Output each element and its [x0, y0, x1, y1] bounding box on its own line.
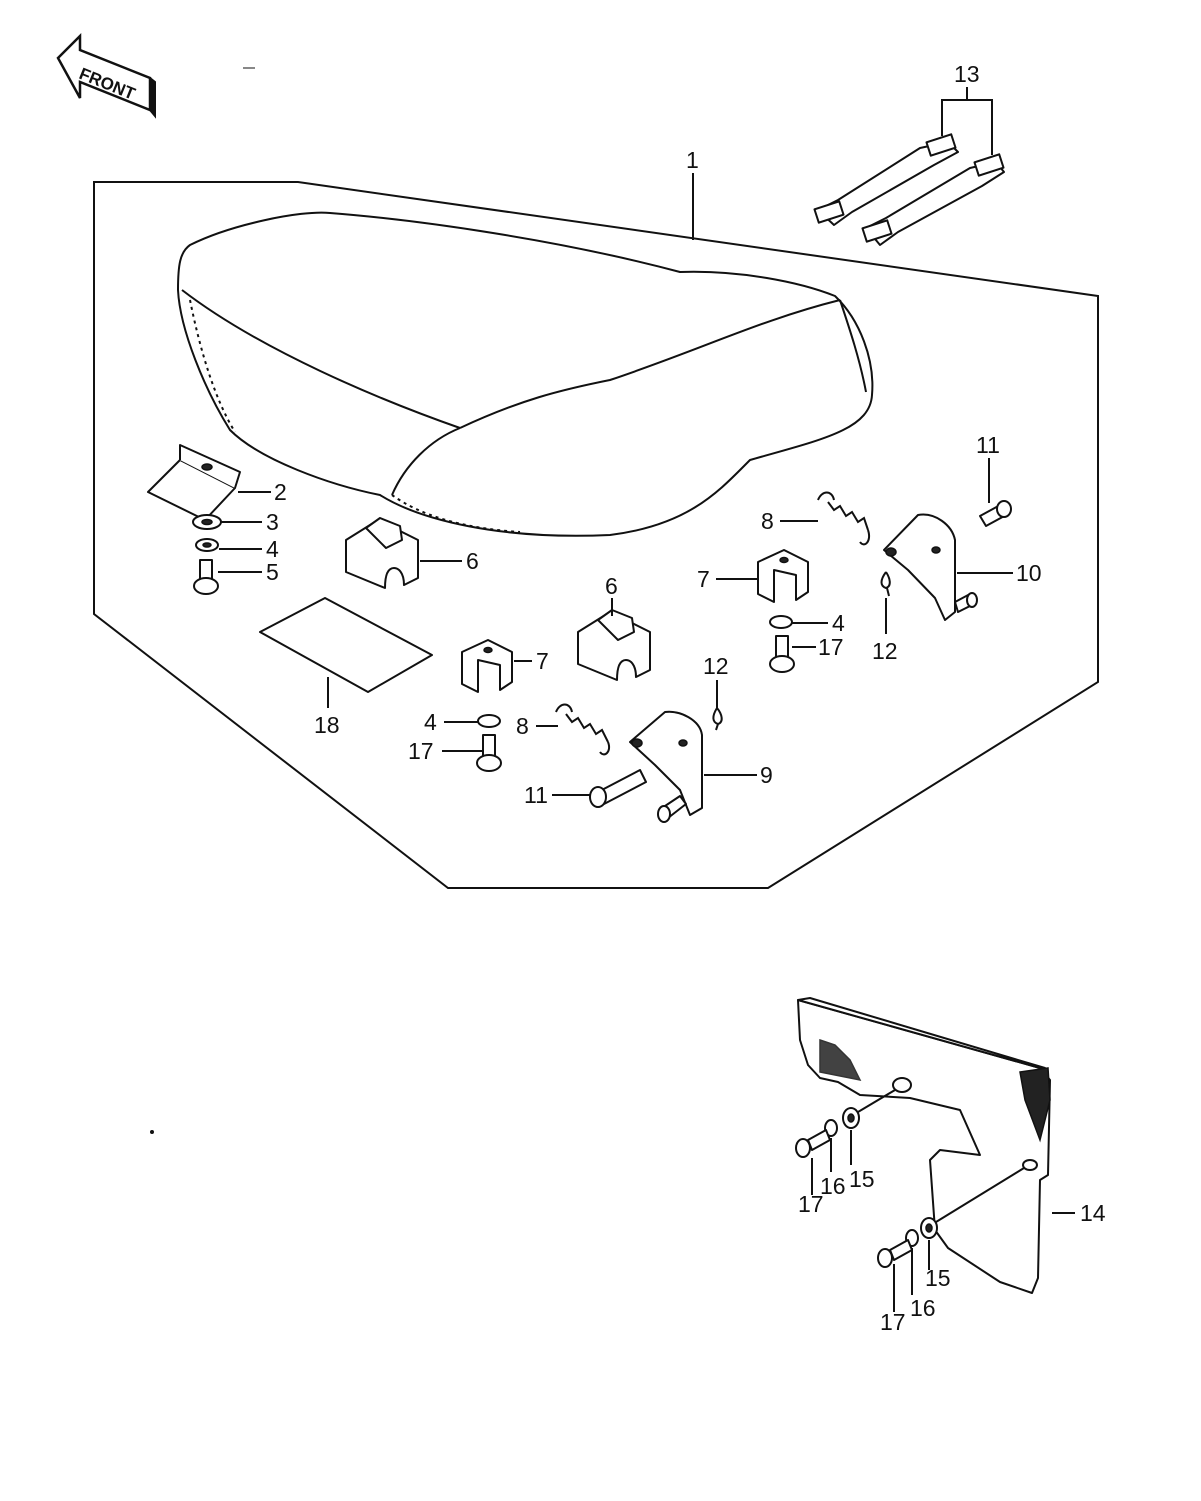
label-5: 5	[266, 559, 279, 585]
front-arrow-icon: FRONT	[56, 32, 156, 119]
label-12b: 12	[872, 638, 898, 664]
strap-part-13a	[813, 133, 959, 226]
label-14: 14	[1080, 1200, 1106, 1226]
spring-part-8b	[817, 491, 870, 546]
clip-part-12b	[880, 571, 891, 597]
label-6a: 6	[466, 548, 479, 574]
pin-part-11b	[979, 500, 1012, 527]
pin-part-11a	[589, 769, 647, 808]
bolt-part-5	[193, 559, 219, 595]
bracket-part-7a	[461, 639, 513, 693]
clip-part-12a	[712, 707, 723, 731]
bolt-part-17c	[795, 1129, 831, 1158]
label-17d: 17	[880, 1309, 906, 1335]
bolt-part-17d	[877, 1239, 913, 1268]
label-2: 2	[274, 479, 287, 505]
assembly-boundary	[93, 181, 1099, 889]
washer-hole	[201, 518, 213, 526]
label-9: 9	[760, 762, 773, 788]
spring-part-8a	[555, 703, 610, 756]
leader-15a-to-cover	[857, 1089, 896, 1113]
label-17a: 17	[408, 738, 434, 764]
washer-hole	[925, 1223, 933, 1233]
label-4c: 4	[832, 610, 845, 636]
cover-part-14	[797, 997, 1051, 1294]
label-15b: 15	[925, 1265, 951, 1291]
lockwasher-part-4c	[769, 615, 793, 629]
hinge-part-10	[883, 513, 978, 621]
label-15a: 15	[849, 1166, 875, 1192]
label-1: 1	[686, 147, 699, 173]
label-17c: 17	[798, 1191, 824, 1217]
label-12a: 12	[703, 653, 729, 679]
speck	[150, 1130, 154, 1134]
label-3: 3	[266, 509, 279, 535]
label-16a: 16	[820, 1173, 846, 1199]
strap-part-13b	[861, 153, 1005, 246]
bracket-part-2	[147, 444, 241, 521]
label-18: 18	[314, 712, 340, 738]
label-17b: 17	[818, 634, 844, 660]
label-16b: 16	[910, 1295, 936, 1321]
leader-lines	[218, 173, 1075, 1312]
label-7b: 7	[697, 566, 710, 592]
cushion-part-6a	[345, 517, 419, 589]
lockwasher-part-16a	[824, 1119, 838, 1137]
lockwasher-hole	[202, 542, 212, 548]
cushion-part-6b	[577, 609, 651, 681]
leader-15b-to-cover	[935, 1167, 1025, 1223]
bolt-part-17b	[769, 635, 795, 673]
label-8b: 8	[761, 508, 774, 534]
label-6b: 6	[605, 573, 618, 599]
label-4a: 4	[266, 536, 279, 562]
label-11a: 11	[524, 782, 548, 808]
bracket-part-7b	[757, 549, 809, 603]
washer-hole	[847, 1113, 855, 1123]
label-8a: 8	[516, 713, 529, 739]
callout-labels: 1 2 3 4 5 6 18 6 7 4 17 8 11 9 12 8 7 4 …	[266, 61, 1106, 1335]
label-11b: 11	[976, 432, 1000, 458]
label-13: 13	[954, 61, 980, 87]
lockwasher-part-4b	[477, 714, 501, 728]
label-4b: 4	[424, 709, 437, 735]
seat-illustration	[177, 211, 874, 537]
pad-part-18	[259, 597, 433, 693]
bolt-part-17a	[476, 734, 502, 772]
label-7a: 7	[536, 648, 549, 674]
label-10: 10	[1016, 560, 1042, 586]
hinge-part-9	[629, 710, 703, 823]
